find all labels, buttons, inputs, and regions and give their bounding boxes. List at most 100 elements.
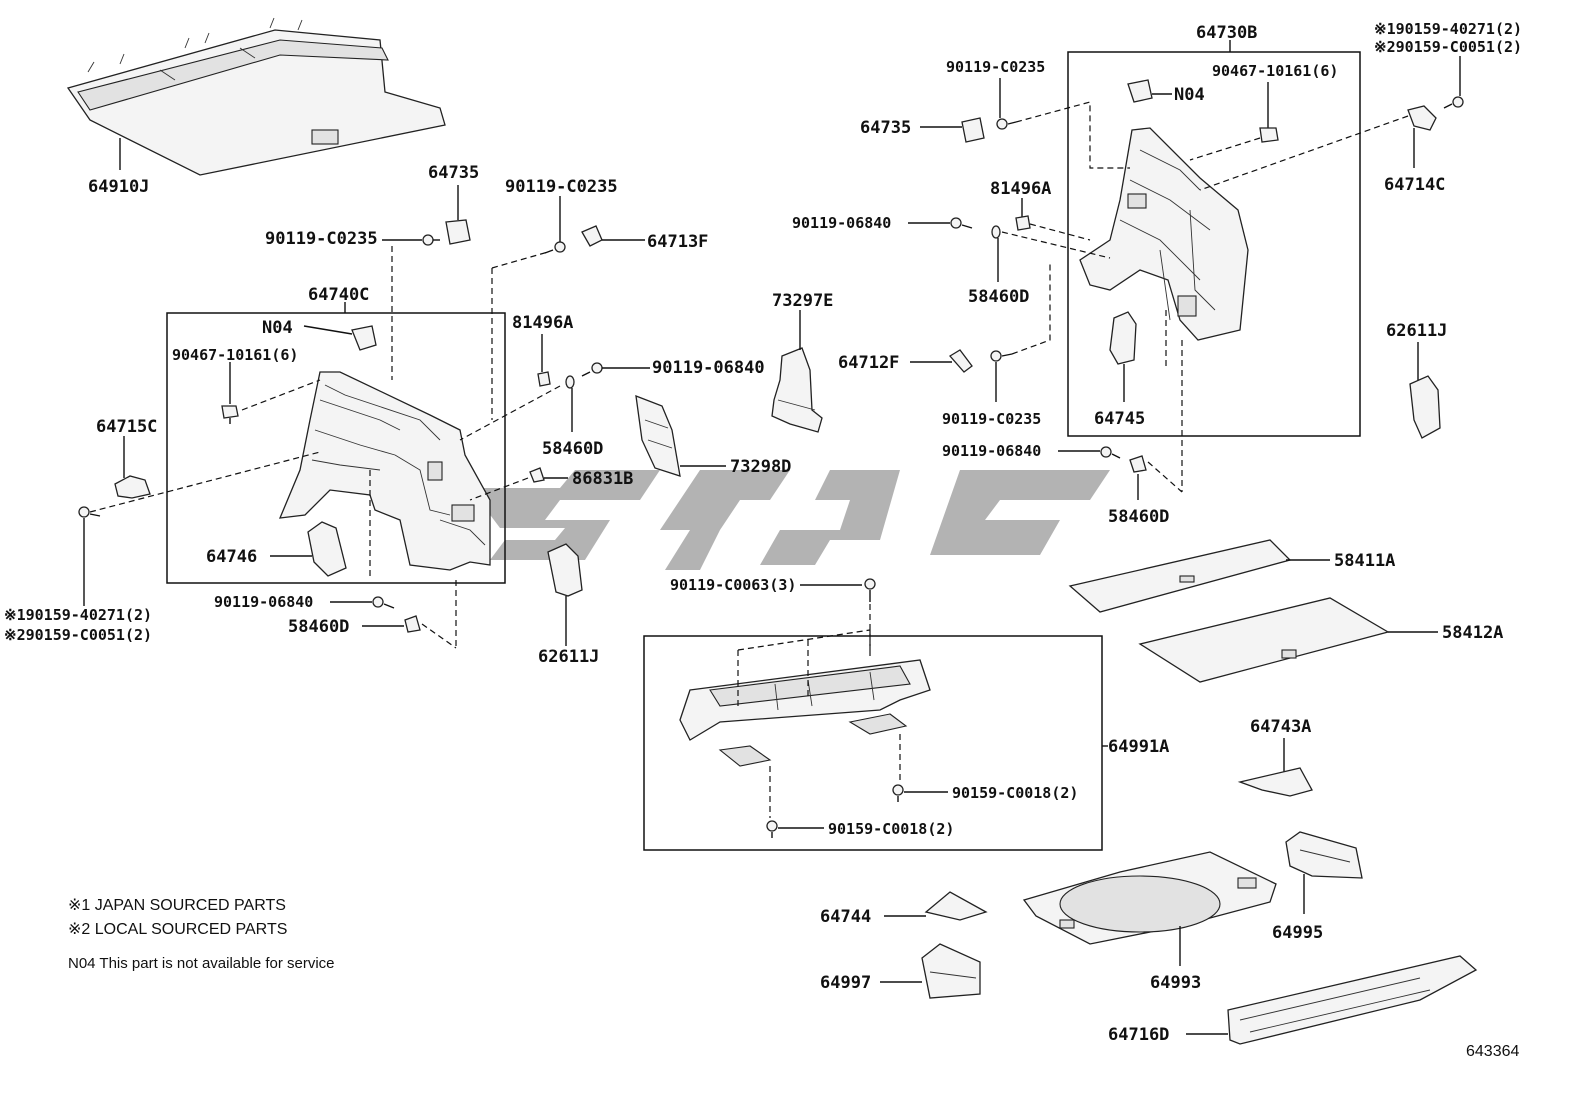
- label-64715C: 64715C: [96, 417, 157, 437]
- label-58412A: 58412A: [1442, 623, 1503, 643]
- screw-icon: [996, 118, 1017, 130]
- grommet-icon: [1129, 455, 1147, 473]
- cover-64744: [924, 891, 988, 921]
- label-90119-C0063: 90119-C0063(3): [670, 576, 796, 594]
- screw-icon: [864, 578, 876, 602]
- assembly-box-64730B: [1067, 51, 1361, 437]
- label-N04-right: N04: [1174, 85, 1205, 105]
- cap-N04-right: [1127, 79, 1153, 103]
- cover-64745: [1109, 311, 1137, 365]
- label-290159-left: ※290159-C0051(2): [4, 626, 152, 644]
- screw-icon: [990, 350, 1013, 362]
- label-64730B: 64730B: [1196, 23, 1257, 43]
- label-58411A: 58411A: [1334, 551, 1395, 571]
- clip-64712F: [948, 349, 973, 373]
- screw-icon: [892, 784, 904, 802]
- screw-icon: [78, 506, 101, 518]
- label-N04-left: N04: [262, 318, 293, 338]
- box-64995: [1285, 831, 1363, 879]
- screw-icon: [1443, 96, 1464, 109]
- label-64714C: 64714C: [1384, 175, 1445, 195]
- clip-81496A-right: [1015, 215, 1031, 231]
- label-64740C: 64740C: [308, 285, 369, 305]
- label-290159-right: ※290159-C0051(2): [1374, 38, 1522, 56]
- push-clip-icon: [221, 405, 239, 424]
- cover-62611J-right: [1409, 375, 1441, 439]
- trim-panel-right: [1079, 127, 1249, 341]
- label-90119-06840-right: 90119-06840: [792, 214, 891, 232]
- grommet-icon: [565, 375, 575, 389]
- screw-icon: [544, 241, 566, 254]
- clip-64713F: [581, 225, 603, 247]
- note-japan-sourced: ※1 JAPAN SOURCED PARTS: [68, 897, 286, 914]
- label-64993: 64993: [1150, 973, 1201, 993]
- label-64716D: 64716D: [1108, 1025, 1169, 1045]
- label-90467-right: 90467-10161(6): [1212, 62, 1338, 80]
- spare-tire-tray-64993: [1022, 851, 1277, 945]
- label-62611J-right: 62611J: [1386, 321, 1447, 341]
- label-190159-left: ※190159-40271(2): [4, 606, 152, 624]
- clip-86831B: [529, 467, 545, 483]
- label-58460D-right: 58460D: [968, 287, 1029, 307]
- label-64744: 64744: [820, 907, 871, 927]
- label-90119-C0235-lowright: 90119-C0235: [942, 410, 1041, 428]
- label-62611J-left: 62611J: [538, 647, 599, 667]
- label-64735-right: 64735: [860, 118, 911, 138]
- trim-panel-left: [278, 371, 491, 571]
- note-N04: N04 This part is not available for servi…: [68, 955, 335, 972]
- screw-icon: [950, 217, 973, 229]
- label-81496A-left: 81496A: [512, 313, 573, 333]
- label-90119-06840-lower: 90119-06840: [214, 593, 313, 611]
- label-90119-C0235-left: 90119-C0235: [265, 229, 378, 249]
- label-90119-06840-mid: 90119-06840: [652, 358, 765, 378]
- label-90119-C0235-topright: 90119-C0235: [946, 58, 1045, 76]
- label-64712F: 64712F: [838, 353, 899, 373]
- figure-id: 643364: [1466, 1043, 1519, 1060]
- label-90159-C0018-upper: 90159-C0018(2): [952, 784, 1078, 802]
- bracket-64714C: [1407, 105, 1437, 131]
- label-64997: 64997: [820, 973, 871, 993]
- label-81496A-right: 81496A: [990, 179, 1051, 199]
- label-58460D-lower: 58460D: [288, 617, 349, 637]
- label-90159-C0018-lower: 90159-C0018(2): [828, 820, 954, 838]
- cover-64746: [307, 521, 347, 577]
- label-64995: 64995: [1272, 923, 1323, 943]
- label-86831B: 86831B: [572, 469, 633, 489]
- cover-64743A: [1237, 767, 1313, 797]
- grommet-icon: [404, 615, 421, 633]
- label-64713F: 64713F: [647, 232, 708, 252]
- label-64991A: 64991A: [1108, 737, 1169, 757]
- cover-62611J-left: [547, 543, 583, 597]
- box-64997: [921, 943, 981, 999]
- watermark-logo: [470, 470, 1110, 570]
- label-90119-06840-lowright: 90119-06840: [942, 442, 1041, 460]
- push-clip-icon: [1259, 127, 1279, 143]
- grommet-icon: [991, 225, 1001, 239]
- note-local-sourced: ※2 LOCAL SOURCED PARTS: [68, 921, 287, 938]
- label-73297E: 73297E: [772, 291, 833, 311]
- label-64910J: 64910J: [88, 177, 149, 197]
- label-64735-left: 64735: [428, 163, 479, 183]
- cap-N04-left: [351, 325, 377, 351]
- screw-icon: [372, 596, 395, 609]
- assembly-box-64740C: [166, 312, 506, 584]
- screw-icon: [422, 234, 440, 246]
- label-190159-right: ※190159-40271(2): [1374, 20, 1522, 38]
- label-73298D: 73298D: [730, 457, 791, 477]
- clip-64735-right: [961, 117, 985, 143]
- label-64746: 64746: [206, 547, 257, 567]
- deck-board-58411A: [1068, 539, 1292, 613]
- deck-board-58412A: [1138, 597, 1390, 683]
- label-58460D-lowright: 58460D: [1108, 507, 1169, 527]
- clip-81496A-left: [537, 371, 551, 387]
- label-58460D-mid: 58460D: [542, 439, 603, 459]
- label-64745: 64745: [1094, 409, 1145, 429]
- assembly-box-64991A: [643, 635, 1103, 851]
- panel-73298D: [635, 394, 681, 477]
- panel-73297E: [771, 347, 823, 433]
- label-90119-C0235-mid: 90119-C0235: [505, 177, 618, 197]
- screw-icon: [1100, 446, 1121, 459]
- bracket-64715C: [114, 475, 151, 499]
- clip-64735-left: [445, 219, 471, 245]
